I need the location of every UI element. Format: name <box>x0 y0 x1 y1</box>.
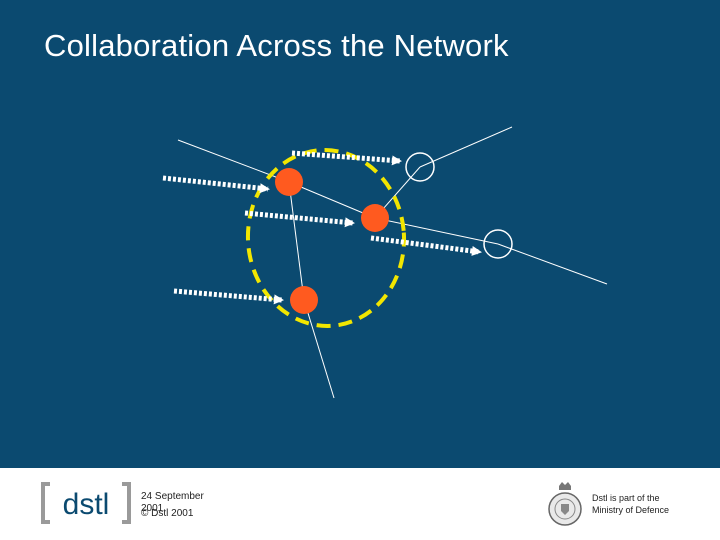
active-node <box>361 204 389 232</box>
network-link <box>419 126 513 168</box>
mod-statement-line2: Ministry of Defence <box>592 505 670 515</box>
active-node <box>275 168 303 196</box>
slide-title: Collaboration Across the Network <box>44 28 509 63</box>
dstl-logo: dstl <box>41 482 131 524</box>
incoming-flow-arrow <box>162 175 270 194</box>
network-link <box>497 243 608 285</box>
collaboration-ring <box>245 148 407 328</box>
footer-date: 24 September 2001 <box>141 491 204 514</box>
passive-node <box>405 152 435 182</box>
incoming-flow-arrow <box>173 288 284 305</box>
passive-node <box>483 229 513 259</box>
outgoing-flow-arrow <box>370 235 482 256</box>
incoming-flow-arrow <box>244 210 355 228</box>
mod-crest-icon <box>548 482 582 526</box>
network-link <box>374 217 499 245</box>
outgoing-flow-arrow <box>291 150 402 166</box>
slide-background: Collaboration Across the Network <box>0 0 720 468</box>
network-link <box>303 299 335 399</box>
footer-copyright: © Dstl 2001 <box>141 508 194 519</box>
mod-statement-line1: Dstl is part of the <box>592 493 660 503</box>
network-diagram <box>162 126 608 399</box>
network-link <box>288 181 376 219</box>
svg-text:dstl: dstl <box>63 488 110 521</box>
active-node <box>290 286 318 314</box>
footer <box>0 468 720 540</box>
network-link <box>288 181 305 301</box>
mod-statement: Dstl is part of the Ministry of Defence <box>592 492 702 516</box>
